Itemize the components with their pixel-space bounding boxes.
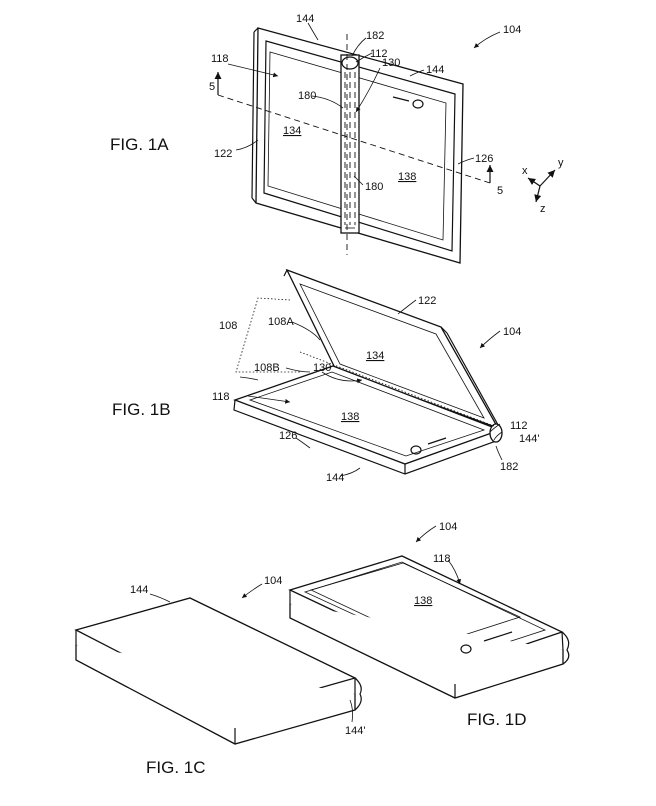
label-1a-182: 182	[366, 30, 384, 42]
label-1b-144-prime: 144'	[519, 433, 539, 445]
label-1b-182: 182	[500, 461, 518, 473]
label-1b-122: 122	[418, 295, 436, 307]
label-1b-108a: 108A	[268, 316, 294, 328]
label-1a-122: 122	[214, 148, 232, 160]
label-1d-138: 138	[414, 595, 432, 607]
label-1a-5-right: 5	[497, 185, 503, 197]
label-1a-130: 130	[382, 57, 400, 69]
device-1a-screen	[267, 51, 447, 241]
label-1a-5-left: 5	[209, 81, 215, 93]
label-1b-112: 112	[510, 420, 528, 432]
figure-title-1b: FIG. 1B	[112, 400, 171, 419]
axes-glyph: x y z	[522, 157, 564, 215]
figure-1b: 104 122 108 108A 108B 130 134 118 138 11…	[112, 268, 539, 484]
label-1a-180-top: 180	[298, 90, 316, 102]
label-1d-118: 118	[433, 553, 451, 565]
label-1b-104: 104	[503, 326, 521, 338]
label-1b-144: 144	[326, 472, 344, 484]
label-1a-104: 104	[503, 24, 521, 36]
label-1b-130: 130	[313, 362, 331, 374]
label-1b-138: 138	[341, 411, 359, 423]
axis-label-z: z	[540, 203, 546, 215]
sensor-array-1a	[344, 72, 356, 225]
label-1a-144-top: 144	[296, 13, 314, 25]
figure-title-1a: FIG. 1A	[110, 135, 169, 154]
device-1a-bezel	[263, 40, 456, 252]
label-1c-144-prime: 144'	[345, 725, 365, 737]
axis-label-x: x	[522, 165, 528, 177]
label-1a-126: 126	[475, 153, 493, 165]
label-1a-134: 134	[283, 125, 301, 137]
label-1b-108: 108	[219, 320, 237, 332]
label-1a-180-bottom: 180	[365, 181, 383, 193]
label-1b-126: 126	[279, 430, 297, 442]
figure-1a: 104 144 144 182 112 118 130 5 5 180 180 …	[110, 13, 564, 264]
label-1b-118: 118	[212, 391, 230, 403]
label-1b-134: 134	[366, 350, 384, 362]
label-1c-104: 104	[264, 575, 282, 587]
label-1a-144-right: 144	[426, 64, 444, 76]
label-1a-118: 118	[211, 53, 229, 65]
section-line-1a	[217, 94, 491, 184]
label-1a-112: 112	[370, 48, 388, 60]
axis-label-y: y	[558, 157, 564, 169]
label-1c-144: 144	[130, 584, 148, 596]
figure-1c: 104 144 144' FIG. 1C	[74, 575, 365, 777]
label-1b-108b: 108B	[254, 362, 280, 374]
figure-1d: 104 118 138 FIG. 1D	[288, 521, 570, 729]
figure-title-1c: FIG. 1C	[146, 758, 206, 777]
label-1a-138: 138	[398, 171, 416, 183]
figure-title-1d: FIG. 1D	[467, 710, 527, 729]
label-1d-104: 104	[439, 521, 457, 533]
